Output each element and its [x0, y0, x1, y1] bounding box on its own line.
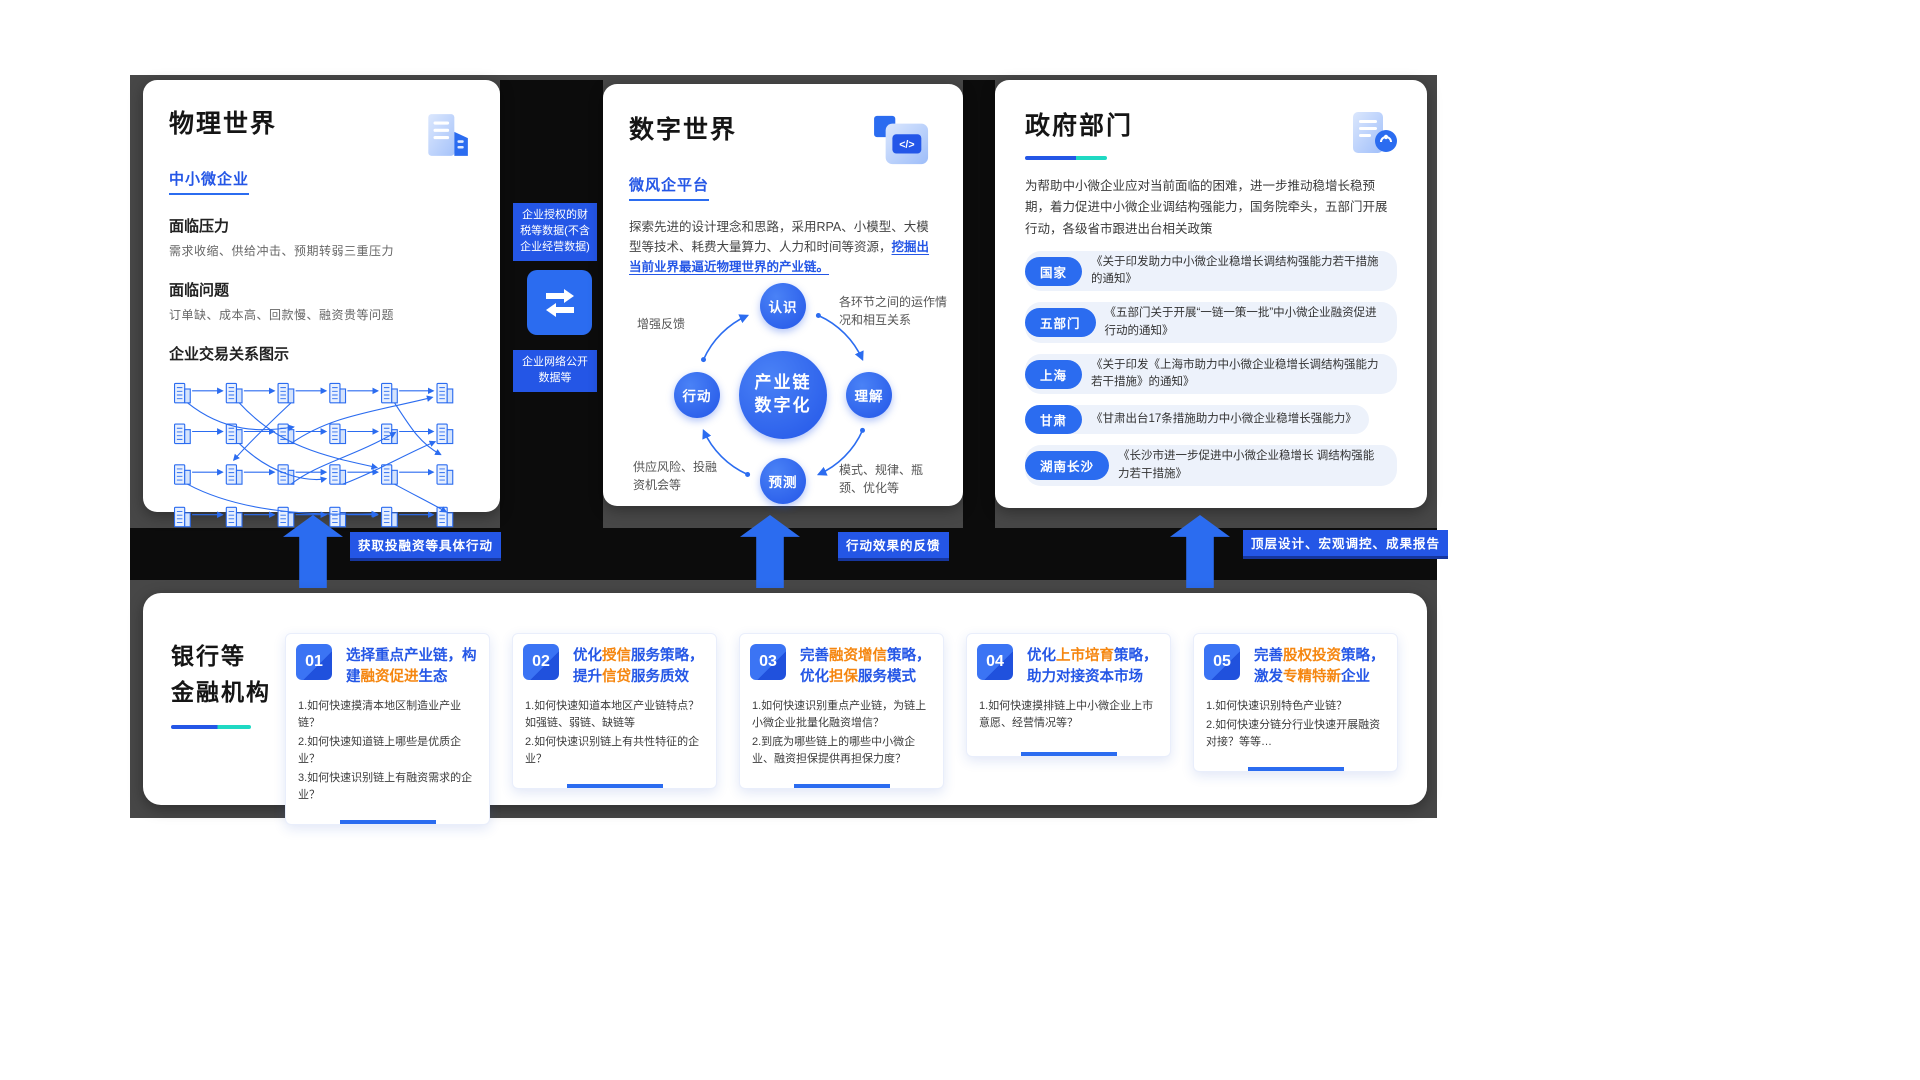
- problem-heading: 面临问题: [169, 282, 230, 299]
- strategy-card-01: 01 选择重点产业链，构建融资促进生态 1.如何快速摸清本地区制造业产业链？ 2…: [285, 633, 490, 826]
- card-questions: 1.如何快速识别重点产业链，为链上小微企业批量化融资增信？ 2.到底为哪些链上的…: [752, 700, 927, 766]
- policy-tag: 甘肃: [1025, 405, 1083, 435]
- cycle-label-feedback: 增强反馈: [637, 317, 686, 331]
- card-number-badge: 04: [977, 644, 1013, 680]
- card-number-badge: 02: [523, 644, 559, 680]
- card-accent-bar: [1247, 767, 1344, 772]
- card-title: 优化授信服务策略，提升信贷服务质效: [573, 648, 704, 686]
- data-flow-label-authorized: 企业授权的财税等数据(不含企业经营数据): [513, 203, 597, 261]
- cycle-node-understand: 理解: [846, 372, 892, 418]
- strategy-cards: 01 选择重点产业链，构建融资促进生态 1.如何快速摸清本地区制造业产业链？ 2…: [285, 633, 1398, 826]
- network-diagram-heading: 企业交易关系图示: [169, 346, 290, 363]
- policy-row-changsha: 湖南长沙 《长沙市进一步促进中小微企业稳增长 调结构强能力若干措施》: [1025, 445, 1397, 486]
- pressure-body: 需求收缩、供给冲击、预期转弱三重压力: [169, 244, 395, 258]
- policy-tag: 湖南长沙: [1025, 451, 1110, 480]
- pressure-heading: 面临压力: [169, 218, 230, 235]
- flow-label-policy: 顶层设计、宏观调控、成果报告: [1243, 530, 1449, 559]
- data-flow-label-public: 企业网络公开数据等: [513, 350, 597, 392]
- panel-subtitle-digital: 微风企平台: [629, 174, 710, 201]
- strategy-card-05: 05 完善股权投资策略，激发专精特新企业 1.如何快速识别特色产业链？ 2.如何…: [1193, 633, 1398, 773]
- cycle-label-operations: 各环节之间的运作情况和相互关系: [839, 295, 948, 327]
- building-icon: [420, 110, 472, 165]
- cycle-label-patterns: 模式、规律、瓶颈、优化等: [839, 463, 924, 495]
- bank-title-underline: [171, 725, 251, 729]
- policy-text: 《长沙市进一步促进中小微企业稳增长 调结构强能力若干措施》: [1118, 450, 1375, 480]
- card-number-badge: 03: [750, 644, 786, 680]
- enterprise-network-diagram: [169, 372, 474, 545]
- policy-tag: 国家: [1025, 256, 1083, 286]
- code-icon: </>: [871, 114, 935, 173]
- policy-row-five-departments: 五部门 《五部门关于开展“一链一策一批”中小微企业融资促进行动的通知》: [1025, 302, 1397, 343]
- panel-title-physical: 物理世界: [169, 110, 278, 138]
- card-title: 完善股权投资策略，激发专精特新企业: [1254, 648, 1385, 686]
- panel-title-government: 政府部门: [1025, 112, 1134, 140]
- data-exchange-arrow: [527, 270, 592, 335]
- policy-text: 《五部门关于开展“一链一策一批”中小微企业融资促进行动的通知》: [1104, 307, 1377, 337]
- strategy-card-02: 02 优化授信服务策略，提升信贷服务质效 1.如何快速知道本地区产业链特点？如强…: [512, 633, 717, 790]
- government-intro: 为帮助中小微企业应对当前面临的困难，进一步推动稳增长稳预期，着力促进中小微企业调…: [1025, 179, 1388, 236]
- strategy-card-04: 04 优化上市培育策略，助力对接资本市场 1.如何快速摸排链上中小微企业上市意愿…: [966, 633, 1171, 757]
- policy-text: 《关于印发助力中小微企业稳增长调结构强能力若干措施的通知》: [1091, 255, 1379, 285]
- digitalization-cycle-diagram: 产业链 数字化 认识 理解 预测 行动 增强反馈 各环节之间的运作情况和相互关系…: [623, 283, 947, 525]
- svg-text:</>: </>: [899, 139, 914, 151]
- bank-title: 银行等 金融机构: [171, 643, 271, 705]
- policy-tag: 五部门: [1025, 308, 1096, 337]
- card-questions: 1.如何快速摸清本地区制造业产业链？ 2.如何快速知道链上哪些是优质企业？ 3.…: [298, 700, 473, 802]
- bank-panel: 银行等 金融机构 01 选择重点产业链，构建融资促进生态 1.如何快速摸清本地区…: [143, 593, 1427, 826]
- card-title: 选择重点产业链，构建融资促进生态: [346, 648, 477, 686]
- cycle-node-recognize: 认识: [760, 283, 806, 329]
- card-questions: 1.如何快速识别特色产业链？ 2.如何快速分链分行业快速开展融资对接？等等…: [1206, 700, 1381, 749]
- government-panel: 政府部门 为帮助中小微企业应对当前面临的困难，进一步推动稳增长稳预期，着力促进中…: [995, 80, 1427, 508]
- policy-tag: 上海: [1025, 359, 1083, 389]
- card-questions: 1.如何快速摸排链上中小微企业上市意愿、经营情况等？: [979, 700, 1154, 730]
- policy-row-national: 国家 《关于印发助力中小微企业稳增长调结构强能力若干措施的通知》: [1025, 250, 1397, 292]
- card-number-badge: 01: [296, 644, 332, 680]
- strategy-card-03: 03 完善融资增信策略，优化担保服务模式 1.如何快速识别重点产业链，为链上小微…: [739, 633, 944, 790]
- title-underline: [1025, 156, 1107, 160]
- panel-subtitle-physical: 中小微企业: [169, 168, 250, 195]
- problem-body: 订单缺、成本高、回款慢、融资贵等问题: [169, 308, 395, 322]
- digital-world-panel: 数字世界 微风企平台 </> 探索先进的设计理念和思路，采用RPA、小模型、大模…: [603, 84, 963, 506]
- card-accent-bar: [793, 784, 890, 789]
- gap-column-2: [963, 80, 995, 528]
- cycle-center-node: 产业链 数字化: [739, 351, 827, 439]
- card-questions: 1.如何快速知道本地区产业链特点？如强链、弱链、缺链等 2.如何快速识别链上有共…: [525, 700, 700, 766]
- panel-title-digital: 数字世界: [629, 116, 738, 144]
- flow-label-actions: 获取投融资等具体行动: [350, 532, 502, 561]
- policy-text: 《甘肃出台17条措施助力中小微企业稳增长强能力》: [1091, 413, 1357, 426]
- digital-intro: 探索先进的设计理念和思路，采用RPA、小模型、大模型等技术、耗费大量算力、人力和…: [629, 220, 930, 274]
- policy-row-gansu: 甘肃 《甘肃出台17条措施助力中小微企业稳增长强能力》: [1025, 405, 1369, 435]
- card-number-badge: 05: [1204, 644, 1240, 680]
- cycle-node-predict: 预测: [760, 458, 806, 504]
- slide-canvas: 物理世界 中小微企业 面临压力 需求收缩、供给冲击、预期转弱三重压力 面临问题: [130, 75, 1449, 826]
- policy-row-shanghai: 上海 《关于印发《上海市助力中小微企业稳增长调结构强能力若干措施》的通知》: [1025, 353, 1397, 395]
- card-accent-bar: [566, 784, 663, 789]
- cycle-label-risks: 供应风险、投融资机会等: [633, 460, 718, 492]
- card-title: 优化上市培育策略，助力对接资本市场: [1027, 648, 1158, 686]
- physical-world-panel: 物理世界 中小微企业 面临压力 需求收缩、供给冲击、预期转弱三重压力 面临问题: [143, 80, 500, 528]
- cycle-node-act: 行动: [674, 372, 720, 418]
- document-icon: [1347, 110, 1399, 163]
- policy-text: 《关于印发《上海市助力中小微企业稳增长调结构强能力若干措施》的通知》: [1091, 358, 1379, 388]
- card-accent-bar: [1020, 752, 1117, 756]
- card-accent-bar: [339, 820, 436, 825]
- card-title: 完善融资增信策略，优化担保服务模式: [800, 648, 931, 686]
- flow-label-feedback: 行动效果的反馈: [838, 532, 949, 561]
